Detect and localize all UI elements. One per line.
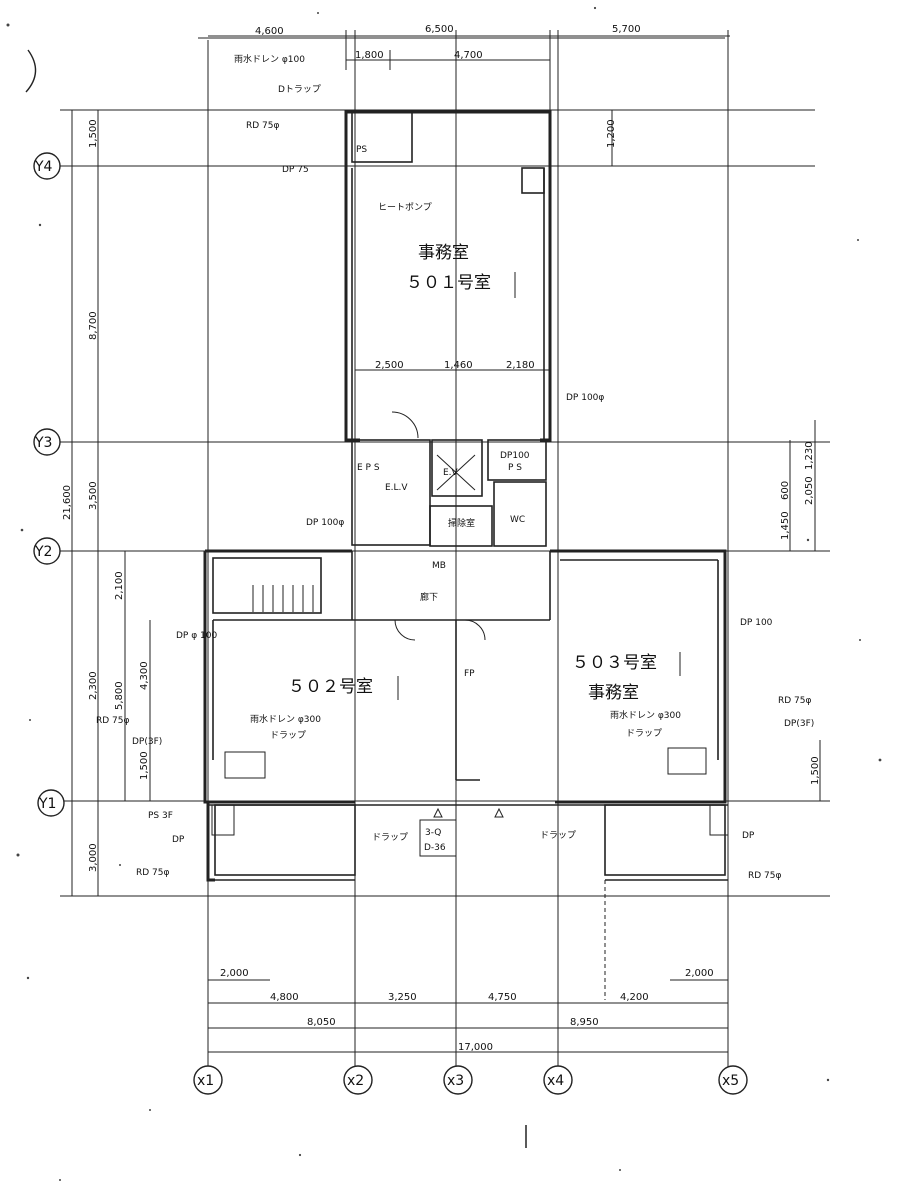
note-rd-right: RD 75φ bbox=[748, 871, 781, 881]
right-dim-5: 1,500 bbox=[810, 756, 821, 785]
grid-label-y2: Y2 bbox=[34, 544, 52, 560]
left-dim-3: 3,500 bbox=[88, 481, 99, 510]
note-trap-b2: ドラップ bbox=[540, 830, 576, 841]
top-dim-1: 4,600 bbox=[255, 26, 284, 37]
note-ps-top: PS bbox=[356, 145, 367, 155]
note-dp-top: DP 75 bbox=[282, 165, 309, 175]
annotations: 雨水ドレン φ100 Dトラップ RD 75φ PS DP 75 ヒートポンプ … bbox=[96, 53, 814, 881]
note-dp-502: DP φ 100 bbox=[176, 631, 217, 641]
grid-label-x5: x5 bbox=[722, 1073, 739, 1089]
right-dim-top: 1,200 bbox=[606, 119, 617, 148]
top-dim-5: 4,700 bbox=[454, 50, 483, 61]
note-trap-top: Dトラップ bbox=[278, 84, 321, 95]
right-dim-2: 1,450 bbox=[780, 511, 791, 540]
left-dim-9: 1,500 bbox=[139, 751, 150, 780]
top-dim-3: 5,700 bbox=[612, 24, 641, 35]
note-eaves-top: ヒートポンプ bbox=[378, 202, 432, 213]
note-rd-left: RD 75φ bbox=[136, 868, 169, 878]
room-501-use: 事務室 bbox=[418, 243, 469, 263]
mid-dim-2: 1,460 bbox=[444, 360, 473, 371]
mid-dimensions: 2,500 1,460 2,180 bbox=[355, 360, 550, 371]
label-eps: E P S bbox=[357, 463, 380, 473]
top-dim-4: 1,800 bbox=[355, 50, 384, 61]
note-rd-503: RD 75φ bbox=[778, 696, 811, 706]
bottom-dim-4: 4,200 bbox=[620, 992, 649, 1003]
label-ev: E.V bbox=[443, 468, 459, 478]
label-mb: MB bbox=[432, 561, 446, 571]
label-dp100-ps: DP100 bbox=[500, 451, 530, 461]
left-dim-7: 5,800 bbox=[114, 681, 125, 710]
bottom-dim-2: 3,250 bbox=[388, 992, 417, 1003]
room-503-name: ５０３号室 bbox=[572, 653, 657, 673]
right-dim-4: 2,050 bbox=[804, 476, 815, 505]
left-dim-4: 2,300 bbox=[88, 671, 99, 700]
left-dim-6: 2,100 bbox=[114, 571, 125, 600]
bottom-dim-5: 8,050 bbox=[307, 1017, 336, 1028]
room-501-name: ５０１号室 bbox=[406, 273, 491, 293]
mid-dim-1: 2,500 bbox=[375, 360, 404, 371]
left-dimensions: 21,600 1,500 8,700 3,500 2,300 3,000 2,1… bbox=[62, 110, 151, 896]
room-502-name: ５０２号室 bbox=[288, 677, 373, 697]
left-dim-total: 21,600 bbox=[62, 485, 73, 520]
grid-label-x4: x4 bbox=[547, 1073, 564, 1089]
bottom-dim-sub-right: 2,000 bbox=[685, 968, 714, 979]
bottom-dim-sub-left: 2,000 bbox=[220, 968, 249, 979]
room-503-use: 事務室 bbox=[588, 683, 639, 703]
grid-label-y3: Y3 bbox=[34, 435, 52, 451]
grid-label-x1: x1 bbox=[197, 1073, 214, 1089]
label-fp: FP bbox=[464, 669, 475, 679]
label-cleaning: 掃除室 bbox=[448, 517, 475, 529]
note-dp100-left: DP 100φ bbox=[306, 518, 344, 528]
note-dp-right2: DP bbox=[742, 831, 755, 841]
note-drain-top: 雨水ドレン φ100 bbox=[234, 53, 305, 65]
note-rd-top: RD 75φ bbox=[246, 121, 279, 131]
grid-label-y4: Y4 bbox=[34, 159, 53, 175]
label-corridor: 廊下 bbox=[420, 591, 438, 603]
bottom-dim-6: 8,950 bbox=[570, 1017, 599, 1028]
note-trap-503: ドラップ bbox=[626, 728, 662, 739]
room-labels: 事務室 ５０１号室 ５０２号室 ５０３号室 事務室 廊下 E.V E.L.V E… bbox=[288, 243, 657, 853]
left-dim-2: 8,700 bbox=[88, 311, 99, 340]
left-dim-8: 4,300 bbox=[139, 661, 150, 690]
right-dim-3: 1,230 bbox=[804, 441, 815, 470]
top-dimensions: 4,600 6,500 5,700 1,800 4,700 bbox=[208, 24, 730, 110]
top-dim-2: 6,500 bbox=[425, 24, 454, 35]
left-dim-5: 3,000 bbox=[88, 843, 99, 872]
building-walls bbox=[203, 110, 729, 1000]
mid-dim-3: 2,180 bbox=[506, 360, 535, 371]
note-dp-mid: DP 100φ bbox=[566, 393, 604, 403]
note-dp-left: DP bbox=[172, 835, 185, 845]
grid-label-x3: x3 bbox=[447, 1073, 464, 1089]
stamp-bottom: D-36 bbox=[424, 843, 446, 853]
scan-noise bbox=[6, 6, 882, 1181]
note-drain-503: 雨水ドレン φ300 bbox=[610, 709, 681, 721]
grid-label-y1: Y1 bbox=[38, 796, 56, 812]
bottom-dim-total: 17,000 bbox=[458, 1042, 493, 1053]
note-trap-502: ドラップ bbox=[270, 730, 306, 741]
left-dim-1: 1,500 bbox=[88, 119, 99, 148]
bottom-dimensions: 2,000 2,000 4,800 3,250 4,750 4,200 8,05… bbox=[208, 968, 728, 1053]
bottom-dim-1: 4,800 bbox=[270, 992, 299, 1003]
label-elv: E.L.V bbox=[385, 483, 408, 493]
label-wc: WC bbox=[510, 515, 525, 525]
label-ps: P S bbox=[508, 463, 522, 473]
note-dp-right: DP 100 bbox=[740, 618, 773, 628]
note-drain-502: 雨水ドレン φ300 bbox=[250, 713, 321, 725]
note-dp3f-left: DP(3F) bbox=[132, 737, 162, 747]
grid-bubbles: Y4 Y3 Y2 Y1 x1 x2 x3 x4 x5 bbox=[33, 152, 748, 1095]
note-dp3f-right: DP(3F) bbox=[784, 719, 814, 729]
note-trap-b1: ドラップ bbox=[372, 832, 408, 843]
bottom-dim-3: 4,750 bbox=[488, 992, 517, 1003]
stamp-top: 3-Q bbox=[425, 828, 441, 838]
right-dimensions: 1,200 600 1,450 1,230 2,050 1,500 bbox=[606, 110, 821, 801]
grid-label-x2: x2 bbox=[347, 1073, 364, 1089]
note-ps-left: PS 3F bbox=[148, 811, 173, 821]
note-rd-502: RD 75φ bbox=[96, 716, 129, 726]
right-dim-1: 600 bbox=[780, 481, 791, 500]
